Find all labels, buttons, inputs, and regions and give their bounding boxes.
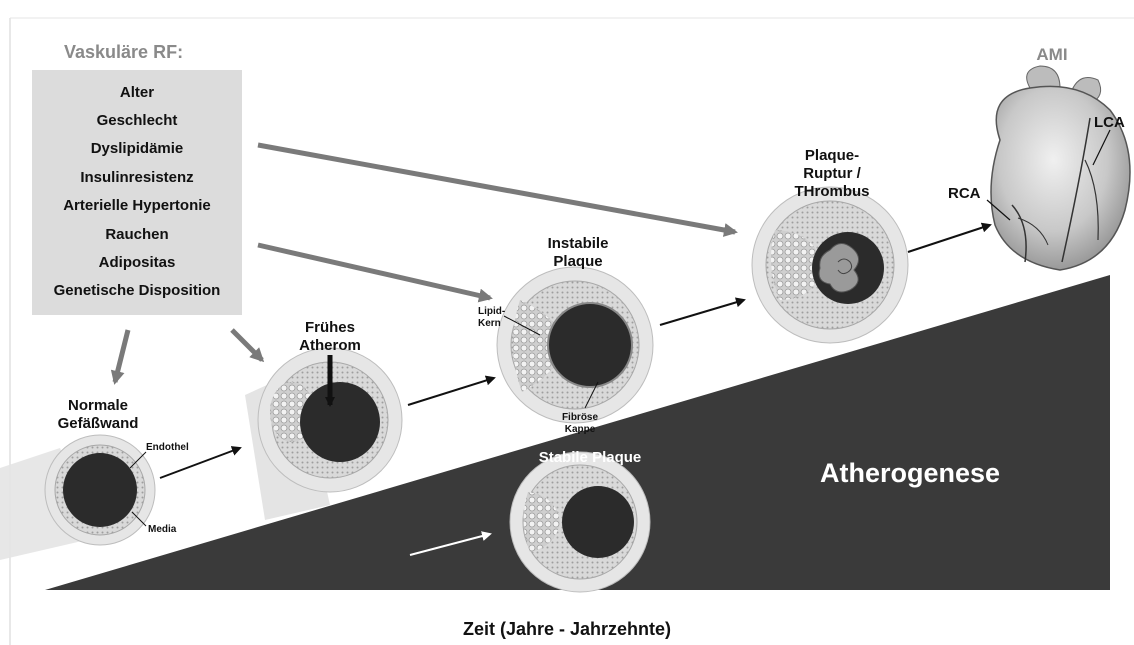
rupture-stage-label-line3: THrombus — [795, 183, 870, 200]
early-stage-label-line2: Atherom — [299, 337, 361, 354]
early-stage-label-line1: Frühes — [305, 319, 355, 336]
lipid-core-label-line1: Lipid- — [478, 306, 505, 317]
heart-illustration — [991, 66, 1130, 270]
rupture-stage-label-line1: Plaque- — [805, 147, 859, 164]
progress-arrow-3 — [660, 300, 744, 325]
rf-arrow-rupture — [258, 145, 735, 232]
rf-arrow-unstable — [258, 245, 490, 298]
plaque-rupture-vessel — [752, 187, 908, 343]
unstable-stage-label-line1: Instabile — [548, 235, 609, 252]
media-label: Media — [148, 524, 177, 535]
rf-arrow-normal — [115, 330, 128, 382]
lca-label: LCA — [1094, 114, 1125, 131]
atherogenese-label: Atherogenese — [820, 458, 1000, 488]
progress-arrow-4 — [908, 225, 990, 252]
rf-arrow-early — [232, 330, 262, 360]
normal-vessel — [0, 435, 155, 560]
progress-arrow-2 — [408, 378, 494, 405]
unstable-stage-label-line2: Plaque — [553, 253, 602, 270]
stable-plaque-vessel — [510, 452, 650, 592]
fibrous-cap-label-line1: Fibröse — [562, 412, 599, 423]
lipid-core-label-line2: Kern — [478, 318, 501, 329]
normal-stage-label-line2: Gefäßwand — [58, 415, 139, 432]
rupture-stage-label-line2: Ruptur / — [803, 165, 861, 182]
stable-plaque-label: Stabile Plaque — [539, 449, 642, 466]
endothel-label: Endothel — [146, 442, 189, 453]
time-axis-label: Zeit (Jahre - Jahrzehnte) — [463, 619, 671, 639]
normal-stage-label-line1: Normale — [68, 397, 128, 414]
unstable-plaque-vessel — [497, 267, 653, 423]
ami-label: AMI — [1036, 45, 1067, 64]
rca-label: RCA — [948, 185, 981, 202]
fibrous-cap-label-line2: Kappe — [565, 424, 596, 435]
